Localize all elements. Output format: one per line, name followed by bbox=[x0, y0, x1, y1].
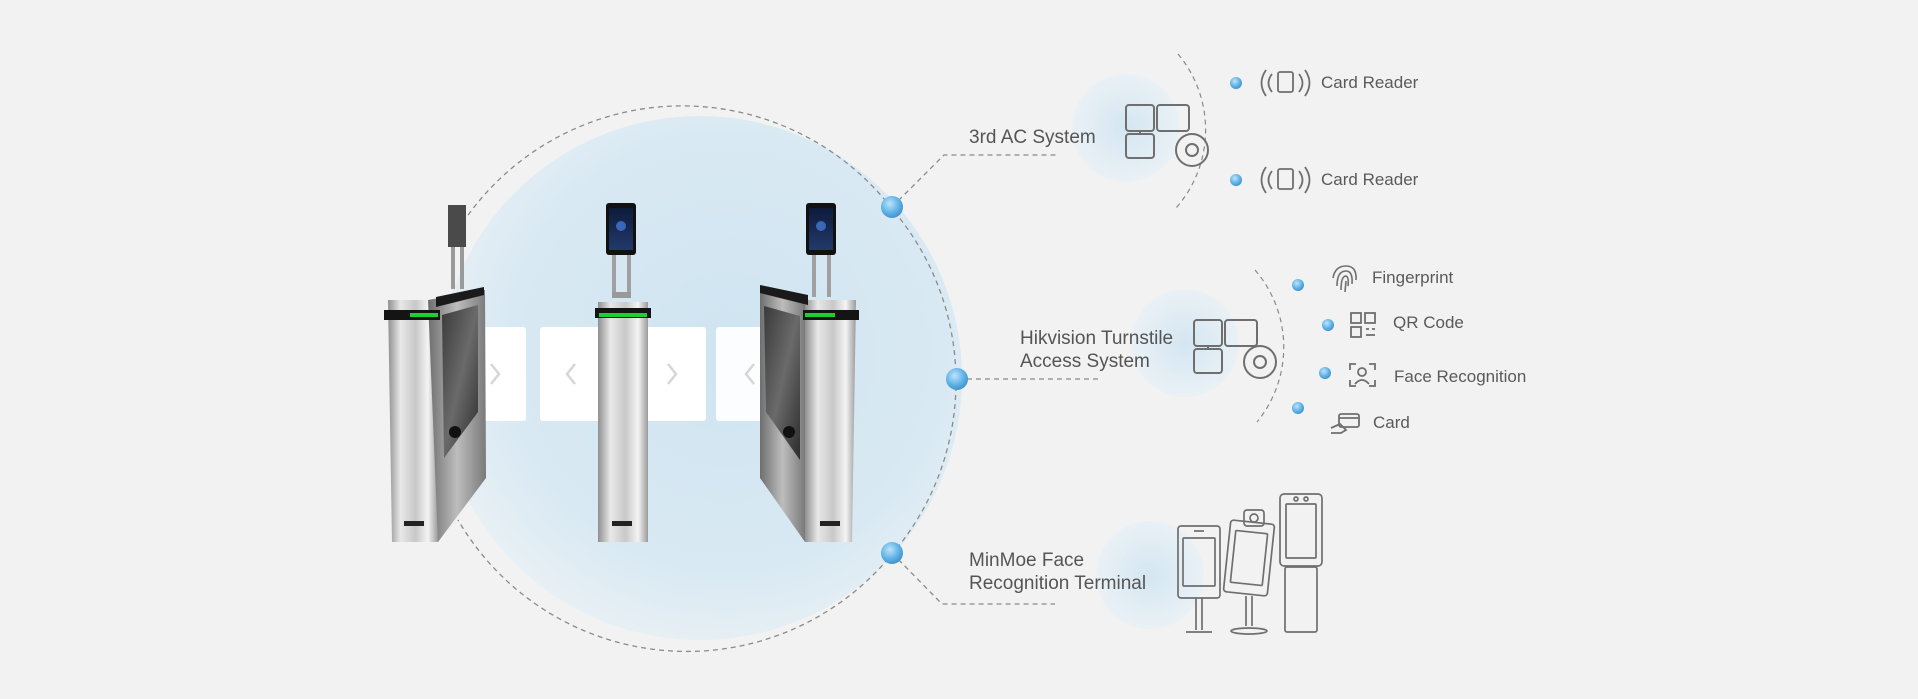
face-recognition-icon bbox=[1349, 363, 1376, 387]
right-turnstile-cabinet bbox=[760, 203, 859, 542]
card-reader-label: Card Reader bbox=[1321, 170, 1419, 189]
access-controller-icon bbox=[1125, 104, 1209, 167]
minmoe-title-line2: Recognition Terminal bbox=[969, 573, 1147, 594]
left-turnstile-cabinet bbox=[384, 205, 486, 542]
qr-code-label: QR Code bbox=[1393, 313, 1464, 332]
access-controller-icon bbox=[1193, 319, 1277, 379]
hikvision-title-line1: Hikvision Turnstile bbox=[1020, 328, 1174, 349]
qr-code-icon bbox=[1350, 312, 1376, 338]
node-dot-minmoe bbox=[881, 542, 903, 564]
card-reader-label: Card Reader bbox=[1321, 73, 1419, 92]
middle-turnstile-post bbox=[595, 203, 651, 542]
connector-3rd-ac bbox=[891, 154, 1057, 208]
card-label: Card bbox=[1373, 413, 1410, 432]
minmoe-terminal-label: MinMoe Face Recognition Terminal bbox=[969, 549, 1146, 595]
face-recognition-dot bbox=[1319, 367, 1331, 379]
node-dot-hikvision bbox=[946, 368, 968, 390]
card-icon bbox=[1330, 413, 1360, 434]
third-party-dashed-arc bbox=[1175, 53, 1207, 209]
face-terminals-icon bbox=[1177, 493, 1323, 635]
qr-code-dot bbox=[1322, 319, 1334, 331]
fingerprint-icon bbox=[1332, 265, 1357, 293]
card-reader-dot-2 bbox=[1230, 174, 1242, 186]
face-recognition-label: Face Recognition bbox=[1394, 367, 1527, 386]
card-dot bbox=[1292, 402, 1304, 414]
card-reader-icon bbox=[1260, 166, 1311, 194]
card-reader-dot-1 bbox=[1230, 77, 1242, 89]
turnstile-illustration bbox=[384, 203, 859, 542]
node-dot-3rd-ac bbox=[881, 196, 903, 218]
hikvision-title-line2: Access System bbox=[1020, 351, 1150, 372]
card-reader-icon bbox=[1260, 69, 1311, 97]
hikvision-glow bbox=[1131, 289, 1239, 397]
connector-minmoe bbox=[891, 552, 1055, 605]
minmoe-glow bbox=[1096, 521, 1204, 629]
fingerprint-dot bbox=[1292, 279, 1304, 291]
hikvision-system-label: Hikvision Turnstile Access System bbox=[1020, 327, 1173, 373]
third-party-ac-system-label: 3rd AC System bbox=[969, 127, 1096, 148]
hikvision-dashed-arc bbox=[1254, 269, 1285, 423]
fingerprint-label: Fingerprint bbox=[1372, 268, 1454, 287]
minmoe-title-line1: MinMoe Face bbox=[969, 550, 1085, 571]
